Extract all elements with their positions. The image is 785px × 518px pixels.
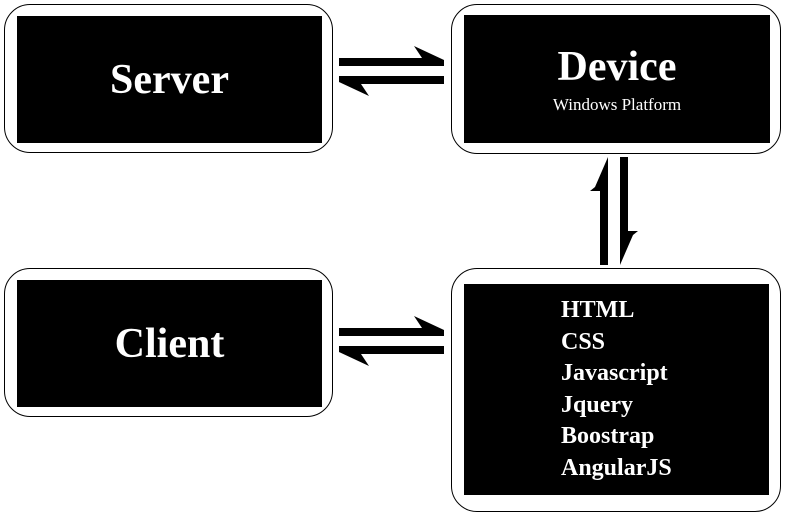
device-techstack-arrow-icon [590, 157, 638, 265]
client-node: Client [4, 268, 333, 417]
server-label: Server [110, 56, 229, 103]
tech-item-html: HTML [561, 297, 635, 323]
tech-item-css: CSS [561, 328, 606, 355]
tech-stack-box: HTML CSS Javascript Jquery Boostrap Angu… [464, 284, 769, 495]
tech-item-javascript: Javascript [561, 360, 668, 387]
device-sublabel: Windows Platform [552, 94, 682, 114]
tech-stack-node: HTML CSS Javascript Jquery Boostrap Angu… [451, 268, 781, 512]
device-node: Device Windows Platform [451, 4, 781, 154]
client-label: Client [114, 320, 225, 367]
tech-item-jquery: Jquery [561, 391, 633, 418]
device-label: Device [557, 43, 677, 90]
client-techstack-arrow-icon [339, 316, 444, 366]
tech-item-angularjs: AngularJS [561, 454, 672, 481]
device-box: Device Windows Platform [464, 15, 770, 143]
tech-stack-list: HTML CSS Javascript Jquery Boostrap Angu… [561, 295, 672, 485]
server-node: Server [4, 4, 333, 153]
server-device-arrow-icon [339, 46, 444, 96]
tech-item-boostrap: Boostrap [561, 423, 655, 450]
server-box: Server [17, 16, 322, 143]
client-box: Client [17, 280, 322, 407]
